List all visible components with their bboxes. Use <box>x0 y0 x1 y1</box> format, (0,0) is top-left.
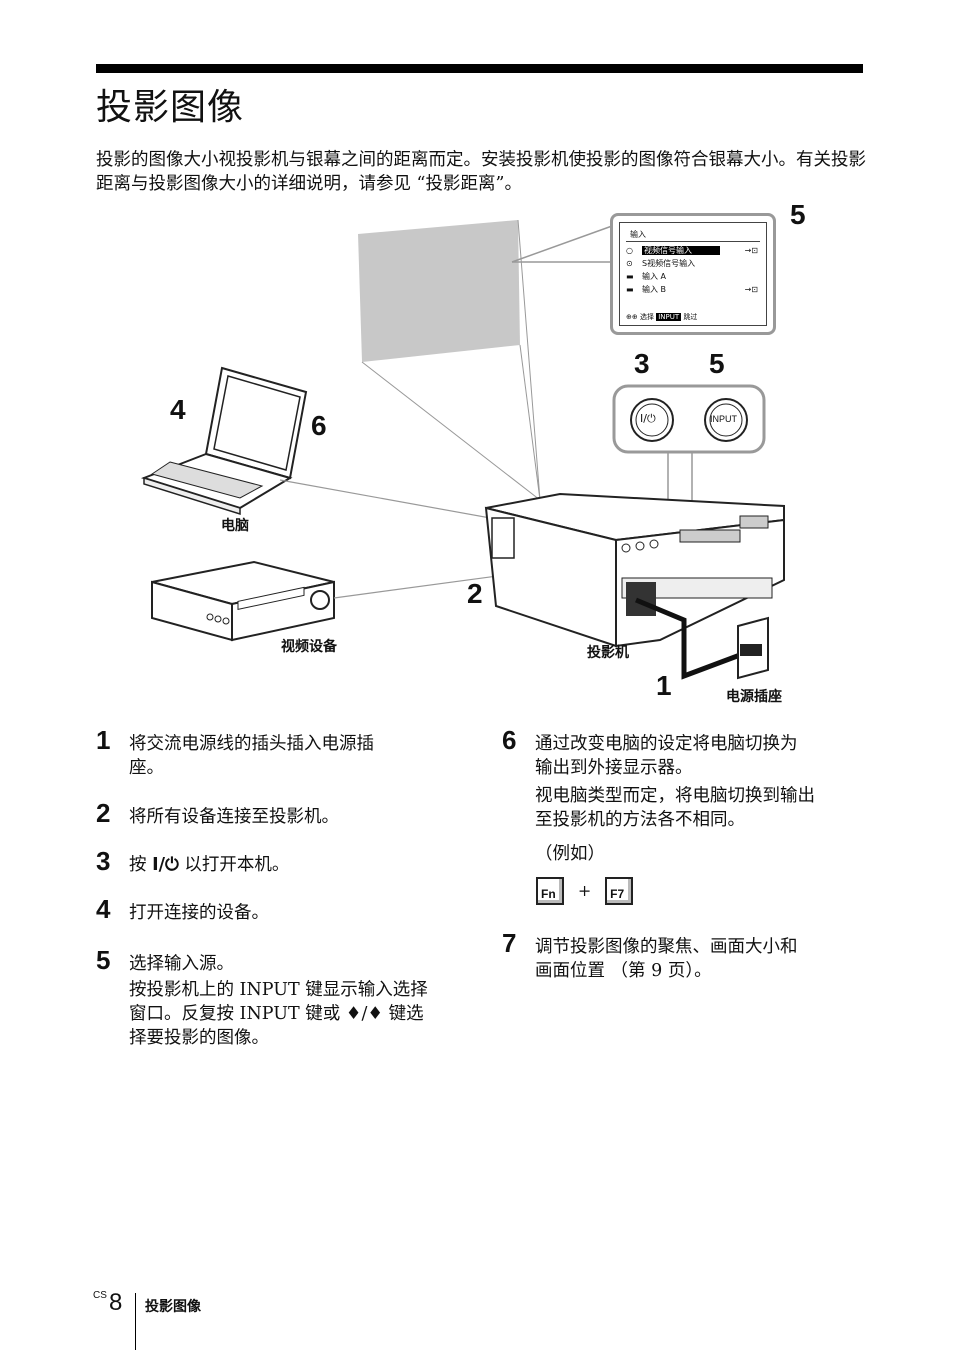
input-select-window: 输入 ○视频信号输入→⊡ ⊙S视频信号输入 ▬输入 A ▬输入 B→⊡ ⊕⊕ 选… <box>610 213 776 335</box>
page-title: 投影图像 <box>96 87 245 128</box>
label-wall-outlet: 电源插座 <box>726 689 782 705</box>
callout-2: 2 <box>467 578 483 609</box>
arrow-in-icon: →⊡ <box>744 246 758 255</box>
video-input-icon: ○ <box>626 246 633 255</box>
osd-row-svideo: ⊙S视频信号输入 <box>626 259 696 268</box>
connection-diagram <box>140 219 785 680</box>
label-video-device: 视频设备 <box>281 639 337 655</box>
input-b-icon: ▬ <box>626 285 634 294</box>
power-key-glyph: I/⏻ <box>152 855 179 875</box>
step-6-example: （例如） <box>535 844 605 864</box>
label-projector: 投影机 <box>587 645 629 661</box>
plus-sign: + <box>577 881 592 900</box>
laptop-illustration <box>140 366 308 516</box>
step-5-detail: 按投影机上的 INPUT 键显示输入选择窗口。反复按 INPUT 键或 ♦/♦ … <box>129 980 428 1048</box>
osd-footer: ⊕⊕ 选择 INPUT 跳过 <box>626 313 698 321</box>
callout-3: 3 <box>634 348 650 379</box>
arrow-in-icon: →⊡ <box>744 285 758 294</box>
callout-4: 4 <box>170 394 186 425</box>
projector-illustration <box>484 492 785 648</box>
page-number: 8 <box>109 1289 123 1316</box>
footer-divider <box>135 1293 136 1350</box>
top-rule <box>96 64 863 73</box>
footer-lang: CS <box>93 1290 107 1301</box>
f7-key: F7 <box>605 877 634 905</box>
svideo-input-icon: ⊙ <box>626 259 633 268</box>
up-down-icon: ⊕⊕ <box>626 313 638 321</box>
power-button-label: I/⏻ <box>640 412 656 425</box>
key-combination: Fn + F7 <box>536 877 634 905</box>
video-device-illustration <box>151 560 335 642</box>
fn-key: Fn <box>536 877 564 905</box>
callout-6: 6 <box>311 410 327 441</box>
label-computer: 电脑 <box>221 518 249 534</box>
callout-5-button: 5 <box>709 348 725 379</box>
osd-row-video: ○视频信号输入→⊡ <box>626 246 758 255</box>
osd-divider <box>626 241 760 242</box>
callout-1: 1 <box>656 670 672 701</box>
step-6-detail: 视电脑类型而定，将电脑切换到输出至投影机的方法各不相同。 <box>535 786 815 830</box>
osd-row-input-b: ▬输入 B→⊡ <box>626 285 758 294</box>
input-button-label: INPUT <box>710 414 737 424</box>
callout-5-osd: 5 <box>790 199 806 230</box>
input-a-icon: ▬ <box>626 272 634 281</box>
footer-section-title: 投影图像 <box>145 1299 201 1315</box>
intro-paragraph: 投影的图像大小视投影机与银幕之间的距离而定。安装投影机使投影的图像符合银幕大小。… <box>96 150 866 194</box>
osd-row-input-a: ▬输入 A <box>626 272 667 281</box>
osd-title: 输入 <box>630 230 646 239</box>
projection-screen <box>358 220 520 362</box>
